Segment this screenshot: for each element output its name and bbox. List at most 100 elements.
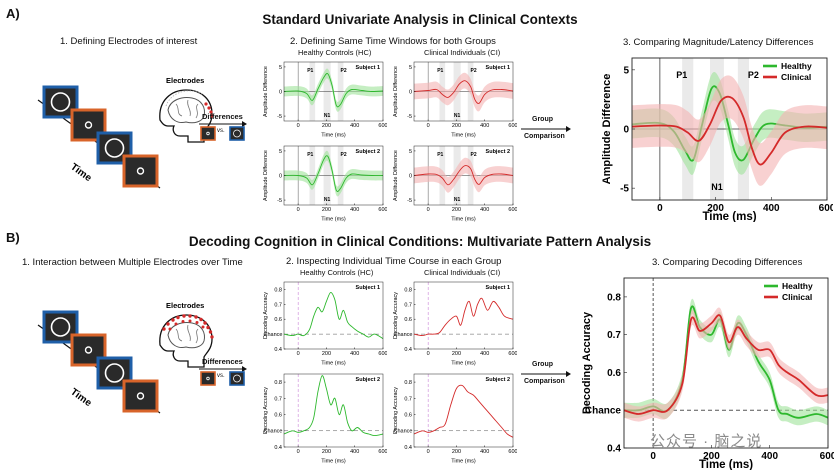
y-tick-label: 0: [409, 173, 412, 179]
series-line-clinical: [413, 297, 514, 337]
x-axis-label: Time (ms): [451, 133, 476, 139]
x-tick-label: 400: [350, 207, 359, 213]
peak-label-n1: N1: [454, 197, 461, 203]
y-tick-label: 0.8: [404, 287, 412, 293]
x-tick-label: 400: [480, 207, 489, 213]
x-tick-label: 200: [452, 123, 461, 129]
y-axis-label: Decoding Accuracy: [393, 387, 399, 434]
confidence-band-clinical: [632, 75, 827, 186]
x-tick-label: 600: [819, 203, 833, 214]
series-line-clinical: [413, 165, 514, 186]
section-a-comparison-label: Comparison: [524, 133, 565, 140]
y-tick-label: 0.7: [404, 302, 412, 308]
y-tick-label: 0: [279, 89, 282, 95]
peak-label-p2: P2: [471, 68, 477, 74]
subject-label: Subject 2: [486, 149, 510, 155]
section-a-ci-label: Clinical Individuals (CI): [424, 48, 501, 57]
y-tick-label: 0.6: [607, 368, 621, 379]
x-tick-label: 0: [427, 351, 430, 357]
x-tick-label: 400: [480, 123, 489, 129]
peak-label-n1: N1: [324, 113, 331, 119]
x-axis-label: Time (ms): [699, 459, 753, 470]
y-tick-label: 0.6: [274, 412, 282, 418]
chance-label: Chance: [394, 332, 413, 338]
y-axis-label: Amplitude Difference: [263, 66, 269, 117]
section-b-group-arrow: [521, 371, 571, 377]
peak-label-n1: N1: [324, 197, 331, 203]
x-tick-label: 400: [763, 203, 780, 214]
subject-label: Subject 1: [486, 285, 510, 291]
section-a-step2: 2. Defining Same Time Windows for both G…: [290, 36, 496, 47]
section-a-title: Standard Univariate Analysis in Clinical…: [262, 12, 578, 27]
x-tick-label: 400: [350, 123, 359, 129]
plot-frame: [283, 281, 384, 350]
electrode-tile: [122, 154, 159, 188]
peak-label-p1: P1: [676, 70, 687, 80]
x-axis-label: Time (ms): [451, 217, 476, 223]
plot-frame: [623, 277, 829, 449]
y-tick-label: -5: [277, 198, 282, 204]
y-tick-label: 0.4: [274, 445, 282, 451]
y-tick-label: 0.7: [404, 396, 412, 402]
x-tick-label: 600: [508, 351, 517, 357]
brain-head-icon: [159, 314, 214, 368]
y-tick-label: 0.8: [274, 380, 282, 386]
y-tick-label: 0.6: [274, 317, 282, 323]
x-tick-label: 200: [452, 449, 461, 455]
section-b-ci-label: Clinical Individuals (CI): [424, 268, 501, 277]
section-a-electrodes-label: Electrodes: [166, 76, 204, 85]
y-tick-label: 0.8: [274, 287, 282, 293]
x-tick-label: 0: [427, 449, 430, 455]
subject-label: Subject 2: [486, 377, 510, 383]
subject-label: Subject 1: [356, 285, 380, 291]
section-a-differences-label: Differences: [202, 112, 243, 121]
x-axis-label: Time (ms): [451, 361, 476, 367]
section-b-step3: 3. Comparing Decoding Differences: [652, 257, 803, 268]
section-b-step2: 2. Inspecting Individual Time Course in …: [286, 256, 502, 267]
section-a-vs-text: vs.: [217, 128, 225, 134]
peak-label-p1: P1: [307, 152, 313, 158]
x-tick-label: 0: [297, 123, 300, 129]
plot-frame: [413, 373, 514, 448]
confidence-band-healthy: [284, 150, 383, 197]
y-tick-label: 5: [279, 149, 282, 155]
chance-label: Chance: [264, 429, 283, 435]
x-tick-label: 600: [378, 123, 387, 129]
y-tick-label: 0.4: [607, 444, 621, 455]
section-b-title: Decoding Cognition in Clinical Condition…: [188, 234, 652, 249]
section-b-time-label: Time: [68, 387, 94, 410]
brain-head-icon: [159, 89, 214, 143]
peak-label-p2: P2: [748, 70, 759, 80]
y-tick-label: -5: [407, 114, 412, 120]
x-axis-label: Time (ms): [321, 459, 346, 465]
section-b-step1: 1. Interaction between Multiple Electrod…: [22, 257, 243, 268]
peak-label-n1: N1: [454, 113, 461, 119]
x-tick-label: 0: [297, 351, 300, 357]
y-tick-label: 5: [409, 65, 412, 71]
section-a-group-label: Group: [532, 116, 553, 123]
y-tick-label: 0.7: [607, 330, 621, 341]
y-tick-label: 0: [279, 173, 282, 179]
y-tick-label: 0.7: [274, 302, 282, 308]
x-tick-label: 0: [657, 203, 663, 214]
series-line-healthy: [283, 375, 384, 437]
section-b-letter: B): [6, 230, 20, 245]
section-b-electrodes-label: Electrodes: [166, 301, 204, 310]
legend-label-clinical: Clinical: [781, 72, 811, 82]
section-b-differences-label: Differences: [202, 357, 243, 366]
subject-label: Subject 2: [356, 377, 380, 383]
x-tick-label: 200: [707, 203, 724, 214]
series-line-clinical: [631, 95, 828, 166]
y-tick-label: -5: [277, 114, 282, 120]
chance-label: Chance: [585, 406, 622, 417]
y-axis-label: Decoding Accuracy: [263, 387, 269, 434]
x-tick-label: 0: [427, 123, 430, 129]
section-a-differences-arrow: [199, 121, 247, 127]
confidence-band-healthy: [624, 298, 828, 426]
confidence-band-clinical: [414, 72, 513, 112]
y-tick-label: 0.7: [274, 396, 282, 402]
